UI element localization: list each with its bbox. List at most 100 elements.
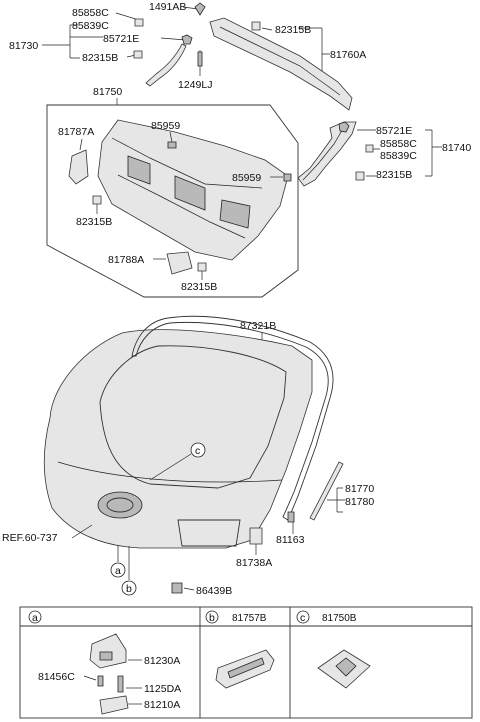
inner-panel-pocket-3 [219,199,251,229]
fastener-82315b-top-mid [251,21,261,31]
legend-a-letter: a [32,612,38,624]
legend-b-header: 81757B [232,613,267,624]
legend-c-circle [296,610,310,624]
inner-panel-pocket-1 [127,155,151,185]
legend-table-frame [19,606,473,719]
label-85839c-top: 85839C [72,20,109,32]
upper-trim-detail [219,26,341,96]
label-81787a: 81787A [58,126,94,138]
fastener-82315b-panel-bottom [197,262,207,272]
bracket-81740 [357,129,442,177]
bracket-81730 [42,24,103,59]
bracket-81760a [298,27,330,79]
label-85839c-right: 85839C [380,150,417,162]
inner-panel-81750-group: 81750 81787A 85959 85959 82315B 81788A 8… [46,86,299,298]
bolt-81163 [287,511,295,523]
leader-callout-c [149,453,192,481]
clip-85858c [134,18,144,27]
label-81788a: 81788A [108,254,144,266]
label-85721e-top: 85721E [103,33,139,45]
callout-b-text: b [126,583,132,595]
latch-81230a-detail [99,651,113,661]
inner-panel-outline-box [46,104,299,298]
legend-table-dividers [20,607,472,718]
clip-85858c-right [365,144,374,153]
leader-81787a [79,138,83,151]
label-82315b-top-mid: 82315B [275,24,311,36]
tailgate-outer-panel [43,329,313,549]
bolt-81456c [97,675,104,687]
label-85959-a: 85959 [151,120,180,132]
leader-86439b [183,587,195,591]
lamp-81750b-lens [335,657,357,677]
label-81738a: 81738A [236,557,272,569]
callout-b-circle [121,580,137,596]
leader-ref-60-737 [71,524,93,539]
label-81760a: 81760A [330,49,366,61]
label-81770: 81770 [345,483,374,495]
fastener-82315b-top-left [133,50,143,59]
emblem-recess [97,491,143,519]
label-81750: 81750 [93,86,122,98]
tailgate-lower-crease [57,461,283,483]
label-85721e-right: 85721E [376,125,412,137]
legend-c-letter: c [300,612,305,624]
striker-81210a [99,695,129,715]
leader-82315b-top-mid [261,27,273,31]
leader-1491ab [182,6,199,10]
clip-85721e [181,34,193,45]
label-81730: 81730 [9,40,38,52]
label-85959-b: 85959 [232,172,261,184]
clip-86439b [171,582,183,594]
label-ref-60-737: REF.60-737 [2,532,58,544]
trim-81760a-group: 82315B 81760A [209,17,366,111]
legend-table: a 81230A 81456C 1125DA 81210A b 81757B [19,606,473,719]
label-82315b-top-left: 82315B [82,52,118,64]
bolt-1125da [117,675,124,693]
callout-c-circle [190,442,206,458]
callout-a-circle [110,562,126,578]
clip-85959-b [283,173,292,182]
clip-85959-a [167,141,177,149]
latch-81230a [89,633,127,669]
legend-b-circle [205,610,219,624]
clip-85721e-right [338,121,350,133]
legend-cell-a: a 81230A 81456C 1125DA 81210A [28,610,181,715]
leader-85721e-top [160,37,187,41]
legend-cell-b: b 81757B [205,610,275,689]
cover-81787a [68,149,89,185]
legend-a-circle [28,610,42,624]
legend-leader-81456c [83,675,97,681]
legend-label-81456c: 81456C [38,671,75,683]
callout-a-text: a [115,565,121,577]
label-85858c-right: 85858C [380,138,417,150]
trim-81730-group: 85858C 85839C 1491AB 81730 85721E 82315B… [9,1,212,91]
license-plate-recess [177,519,241,547]
screw-1249lj [197,51,203,67]
label-82315b-panel-left: 82315B [76,216,112,228]
gas-strut-81770 [309,461,344,521]
label-81740: 81740 [442,142,471,154]
right-trim-detail [302,126,345,181]
label-85858c-top: 85858C [72,7,109,19]
tailgate-group: 87321B c REF.60-737 81770 81780 81163 81… [2,315,374,597]
leader-81770 [327,487,345,513]
callout-c-text: c [195,445,200,457]
label-81780: 81780 [345,496,374,508]
label-82315b-panel-bottom: 82315B [181,281,217,293]
label-82315b-right: 82315B [376,169,412,181]
upper-trim-81760a [209,17,353,111]
label-1491ab: 1491AB [149,1,186,13]
legend-c-header: 81750B [322,613,357,624]
legend-b-letter: b [209,612,215,624]
inner-panel-rib-1 [111,137,263,189]
fastener-82315b-panel-left [92,195,102,205]
cover-81788a [166,251,193,275]
inner-panel-pocket-2 [174,175,206,211]
emblem [106,497,134,513]
weatherstrip-87321b [131,315,334,521]
label-81163: 81163 [276,534,305,546]
legend-label-81230a: 81230A [144,655,180,667]
legend-cell-c: c 81750B [296,610,371,689]
